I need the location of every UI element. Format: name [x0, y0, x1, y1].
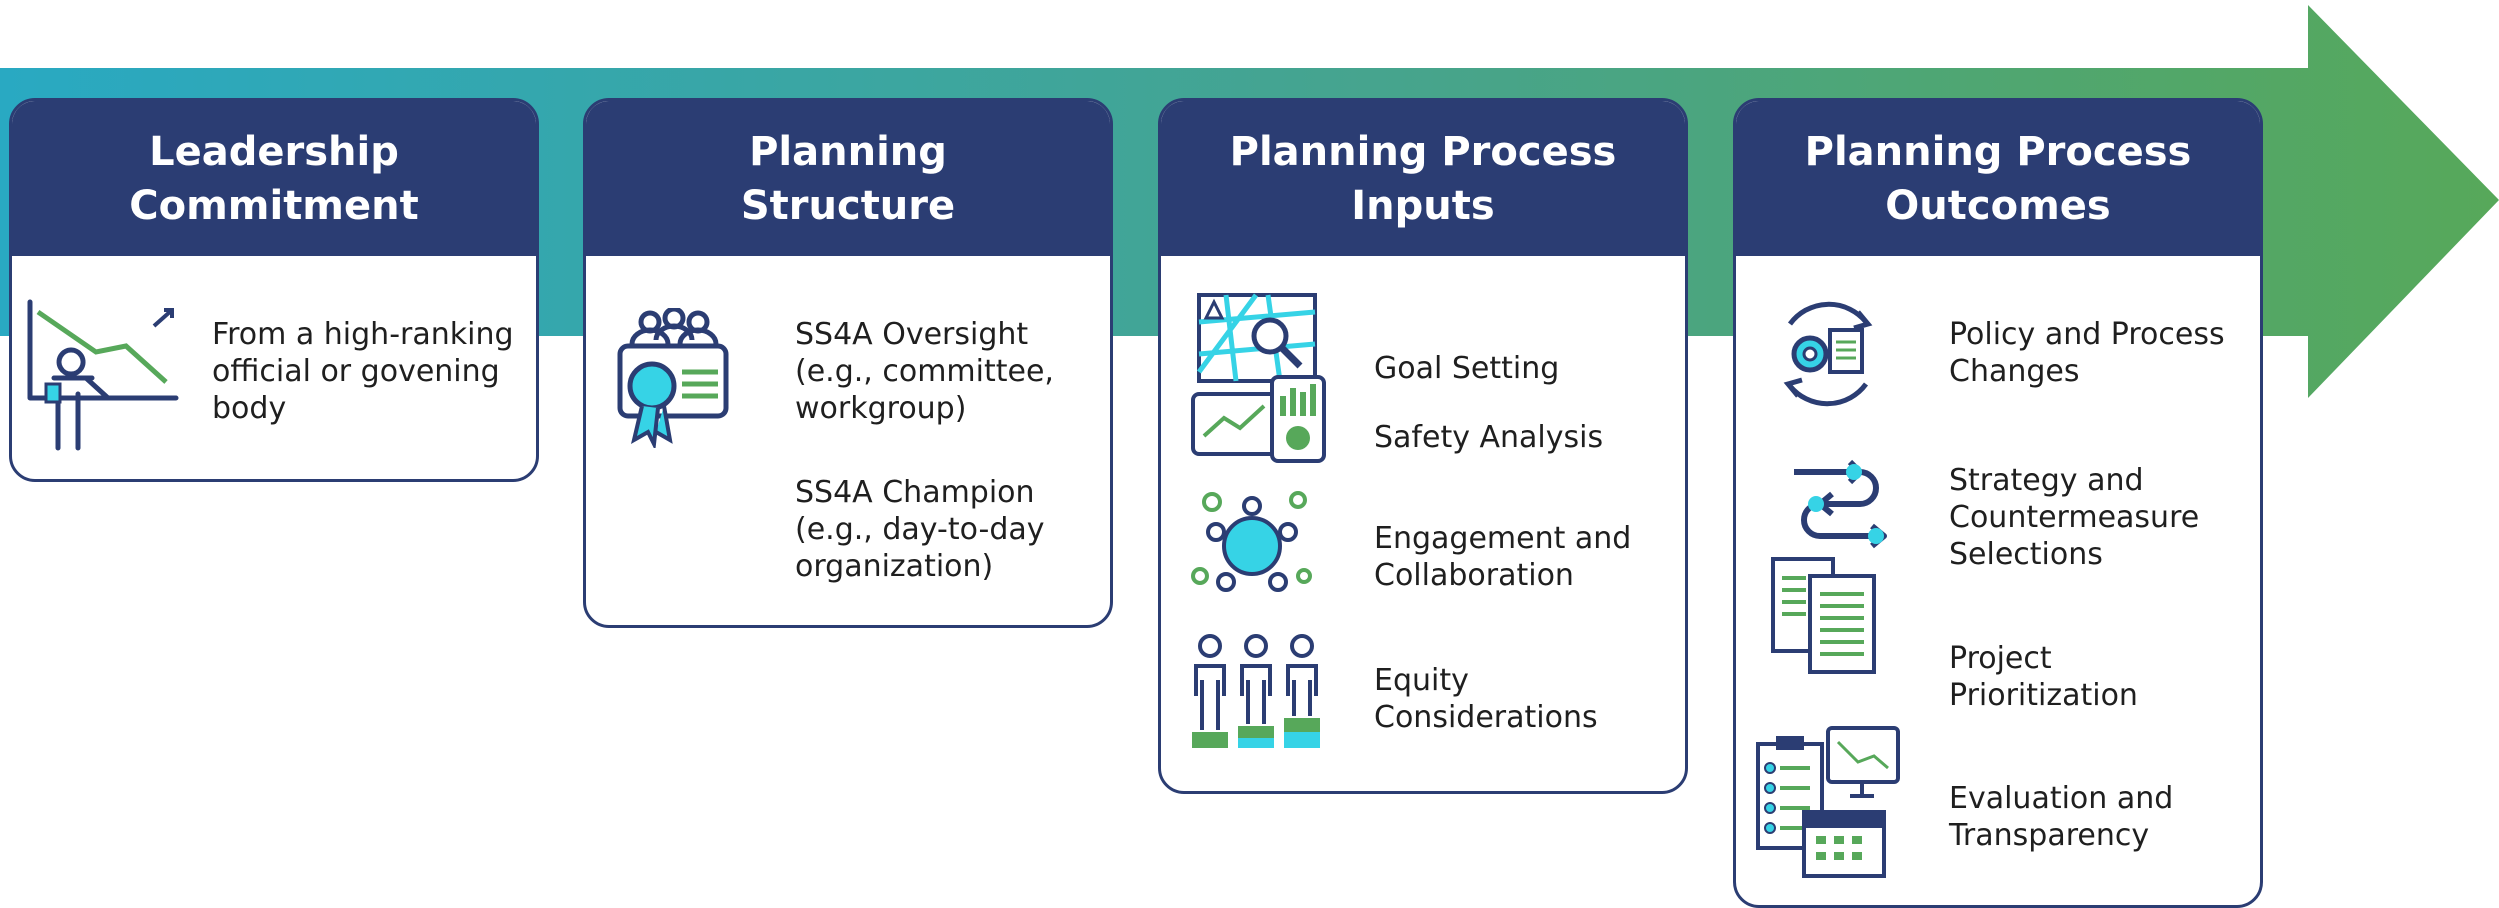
equity-people-icon: [1192, 634, 1320, 748]
card-planning-process-inputs: Planning Process Inputs: [1158, 98, 1688, 794]
card-title: Planning Process Outcomes: [1736, 101, 2260, 256]
outcomes-item-project: Project Prioritization: [1949, 641, 2138, 713]
cycle-gear-documents-icon: [1783, 301, 1873, 407]
inputs-item-engagement: Engagement and Collaboration: [1374, 521, 1632, 593]
outcomes-item-strategy: Strategy and Countermeasure Selections: [1949, 463, 2200, 572]
inputs-item-goal-setting: Goal Setting: [1374, 351, 1560, 386]
outcomes-item-policy: Policy and Process Changes: [1949, 317, 2225, 389]
card-title: Planning Process Inputs: [1161, 101, 1685, 256]
inputs-item-safety-analysis: Safety Analysis: [1374, 420, 1604, 455]
checklist-monitor-calendar-icon: [1756, 726, 1900, 878]
documents-icon: [1771, 557, 1876, 674]
card-title: Leadership Commitment: [12, 101, 536, 256]
outcomes-item-evaluation: Evaluation and Transparency: [1949, 781, 2174, 853]
map-magnifier-icon: [1196, 293, 1317, 383]
inputs-item-equity: Equity Considerations: [1374, 663, 1598, 735]
planning-structure-item-champion: SS4A Champion (e.g., day-to-day organiza…: [795, 475, 1045, 584]
dashboard-charts-icon: [1191, 375, 1326, 463]
card-title: Planning Structure: [586, 101, 1110, 256]
planning-structure-item-oversight: SS4A Oversight (e.g., committee, workgro…: [795, 317, 1054, 426]
people-circle-icon: [1191, 491, 1312, 592]
team-certificate-icon: [617, 308, 729, 448]
card-leadership-commitment: Leadership Commitment: [9, 98, 539, 482]
presenter-chart-icon: [27, 299, 179, 451]
strategy-flow-icon: [1794, 459, 1887, 549]
card-planning-structure: Planning Structure: [583, 98, 1113, 628]
leadership-item-text: From a high-ranking official or govening…: [212, 317, 514, 426]
